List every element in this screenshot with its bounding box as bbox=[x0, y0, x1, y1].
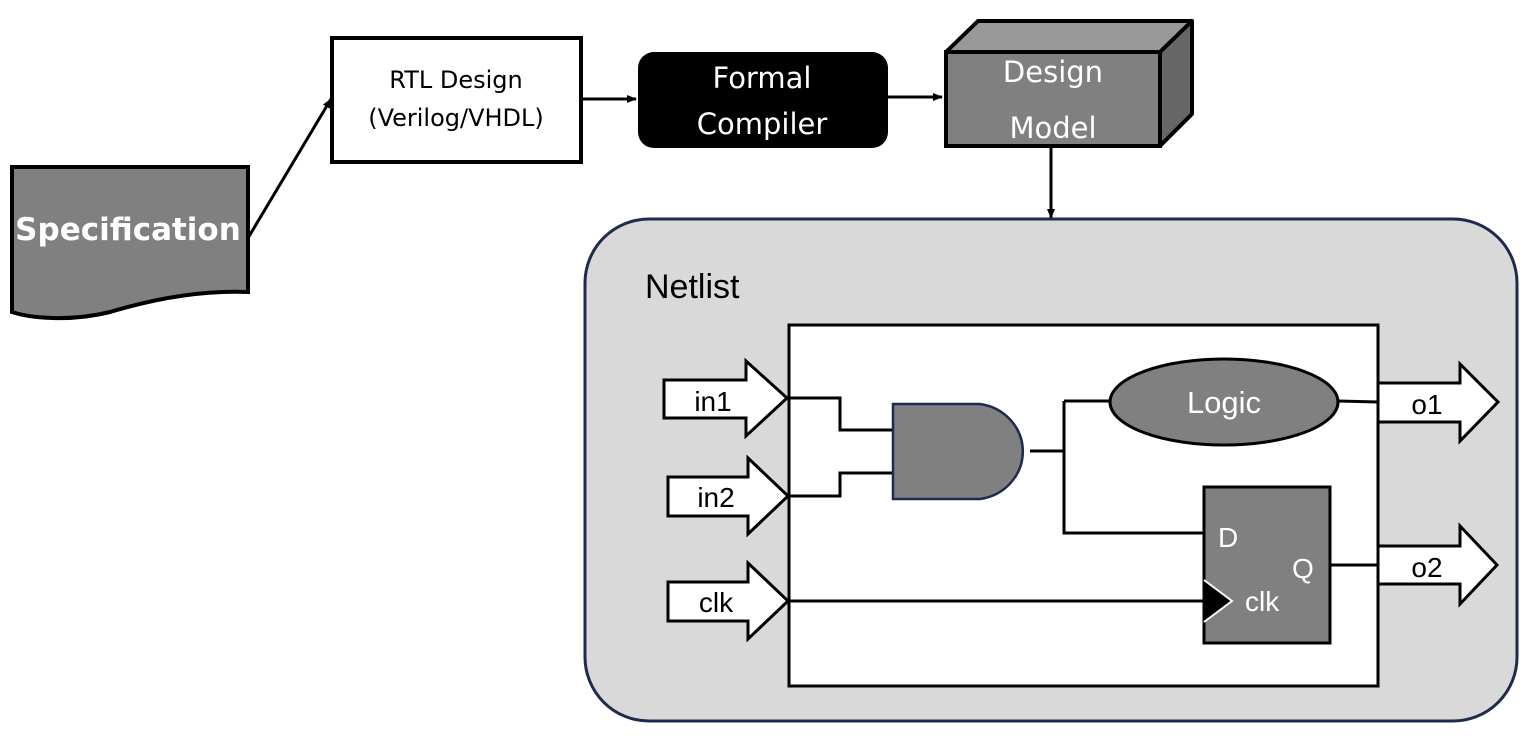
rtl-design-node: RTL Design (Verilog/VHDL) bbox=[330, 36, 583, 164]
output-port-o2: o2 bbox=[1376, 522, 1500, 608]
input-port-in1: in1 bbox=[662, 357, 790, 440]
ff-q-label: Q bbox=[1292, 553, 1314, 584]
wire-to-ff-d bbox=[1062, 401, 1204, 535]
clock-edge-icon bbox=[1203, 579, 1234, 623]
arrow-spec-to-rtl bbox=[246, 98, 333, 239]
input-label-in1: in1 bbox=[694, 386, 731, 417]
netlist-container: Netlist bbox=[583, 217, 1519, 723]
logic-block: Logic bbox=[1108, 357, 1340, 447]
design-model-node: Design Model bbox=[944, 19, 1194, 148]
specification-label: Specification bbox=[15, 212, 241, 248]
ff-d-label: D bbox=[1218, 522, 1238, 553]
wire-logic-to-o1 bbox=[1337, 399, 1379, 404]
formal-compiler-node: Formal Compiler bbox=[638, 52, 888, 148]
netlist-title: Netlist bbox=[645, 268, 740, 306]
design-model-label: Design bbox=[1003, 55, 1103, 89]
formal-compiler-label: Formal bbox=[713, 61, 812, 95]
ff-clk-label: clk bbox=[1245, 586, 1280, 617]
specification-node: Specification bbox=[10, 165, 250, 321]
input-port-clk: clk bbox=[666, 559, 791, 643]
and-gate bbox=[891, 402, 1024, 501]
rtl-design-sublabel: (Verilog/VHDL) bbox=[368, 104, 544, 132]
logic-label: Logic bbox=[1187, 385, 1261, 420]
wire-in2-to-and bbox=[789, 471, 893, 498]
wire-in1-to-and bbox=[789, 396, 893, 432]
output-port-o1: o1 bbox=[1376, 360, 1501, 445]
input-label-clk: clk bbox=[699, 587, 734, 618]
output-label-o2: o2 bbox=[1411, 552, 1442, 583]
input-label-in2: in2 bbox=[697, 482, 734, 513]
input-port-in2: in2 bbox=[666, 454, 791, 538]
flip-flop: D Q clk bbox=[1202, 485, 1332, 645]
rtl-design-label: RTL Design bbox=[389, 66, 522, 94]
wires bbox=[789, 396, 1379, 603]
output-label-o1: o1 bbox=[1411, 389, 1442, 420]
design-model-sublabel: Model bbox=[1009, 111, 1096, 145]
formal-compiler-sublabel: Compiler bbox=[697, 107, 828, 141]
